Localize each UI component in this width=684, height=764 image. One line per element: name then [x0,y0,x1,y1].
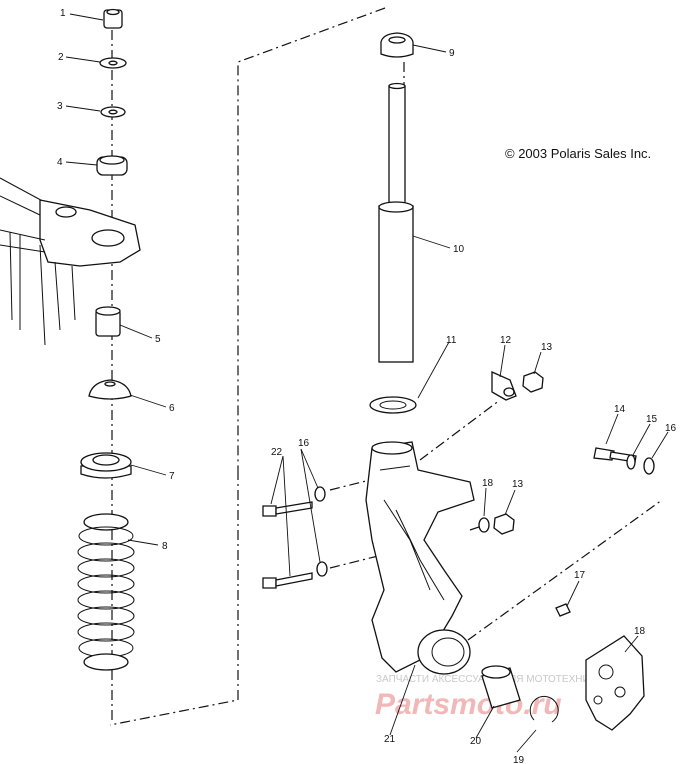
part-10-strut-cartridge [378,82,414,363]
part-7-spring-seat [80,452,132,479]
callout-18-hub: 18 [634,626,646,637]
part-16-washer-left-upper [314,486,326,502]
part-22-bolt-lower [262,572,313,589]
part-9-bump-stop [380,32,414,58]
copyright-notice: © 2003 Polaris Sales Inc. [505,146,651,161]
part-16-washer-right [643,457,655,475]
part-15-washer [626,454,636,470]
part-18-washer [478,517,490,533]
callout-3: 3 [57,101,63,112]
callout-18-washer: 18 [482,478,494,489]
callout-15: 15 [646,414,658,425]
callout-10: 10 [453,244,465,255]
part-8-coil-spring [77,513,135,671]
callout-7: 7 [169,471,175,482]
part-17-fitting [555,603,571,617]
callout-8: 8 [162,541,168,552]
callout-9: 9 [449,48,455,59]
part-22-bolt-upper [262,501,313,517]
callout-4: 4 [57,157,63,168]
callout-17: 17 [574,570,586,581]
callout-19: 19 [513,755,525,764]
frame-mount-bracket [0,177,141,346]
watermark-logo: Partsmoto.ru [375,688,562,721]
leader-lines [65,13,669,753]
part-2-washer [99,57,127,69]
callout-21: 21 [384,734,396,745]
callout-12: 12 [500,335,512,346]
part-6-spring-cup [88,379,132,400]
part-13-nut-upper [522,371,544,393]
callout-11: 11 [446,335,457,346]
callout-5: 5 [155,334,161,345]
part-20-bearing [481,665,521,709]
callout-labels: 1 2 3 4 5 6 7 8 9 10 11 12 13 13 14 15 1… [57,8,677,764]
callout-22: 22 [271,447,283,458]
part-1-nut [103,8,123,29]
part-19-snap-ring [529,695,559,723]
callout-2: 2 [58,52,64,63]
callout-16-left: 16 [298,438,310,449]
part-5-sleeve [95,306,121,337]
callout-1: 1 [60,8,66,19]
part-3-washer [100,106,126,118]
steering-knuckle [365,441,475,675]
part-4-bushing [96,155,128,176]
callout-13-upper: 13 [541,342,553,353]
callout-6: 6 [169,403,175,414]
part-13-nut-lower [493,513,515,535]
part-18-hub-bracket [585,635,645,731]
callout-14: 14 [614,404,626,415]
callout-20: 20 [470,736,482,747]
part-12-clip [491,370,517,401]
part-11-washer [369,396,417,414]
part-16-washer-left-lower [316,561,328,577]
callout-13-lower: 13 [512,479,524,490]
callout-16-right: 16 [665,423,677,434]
